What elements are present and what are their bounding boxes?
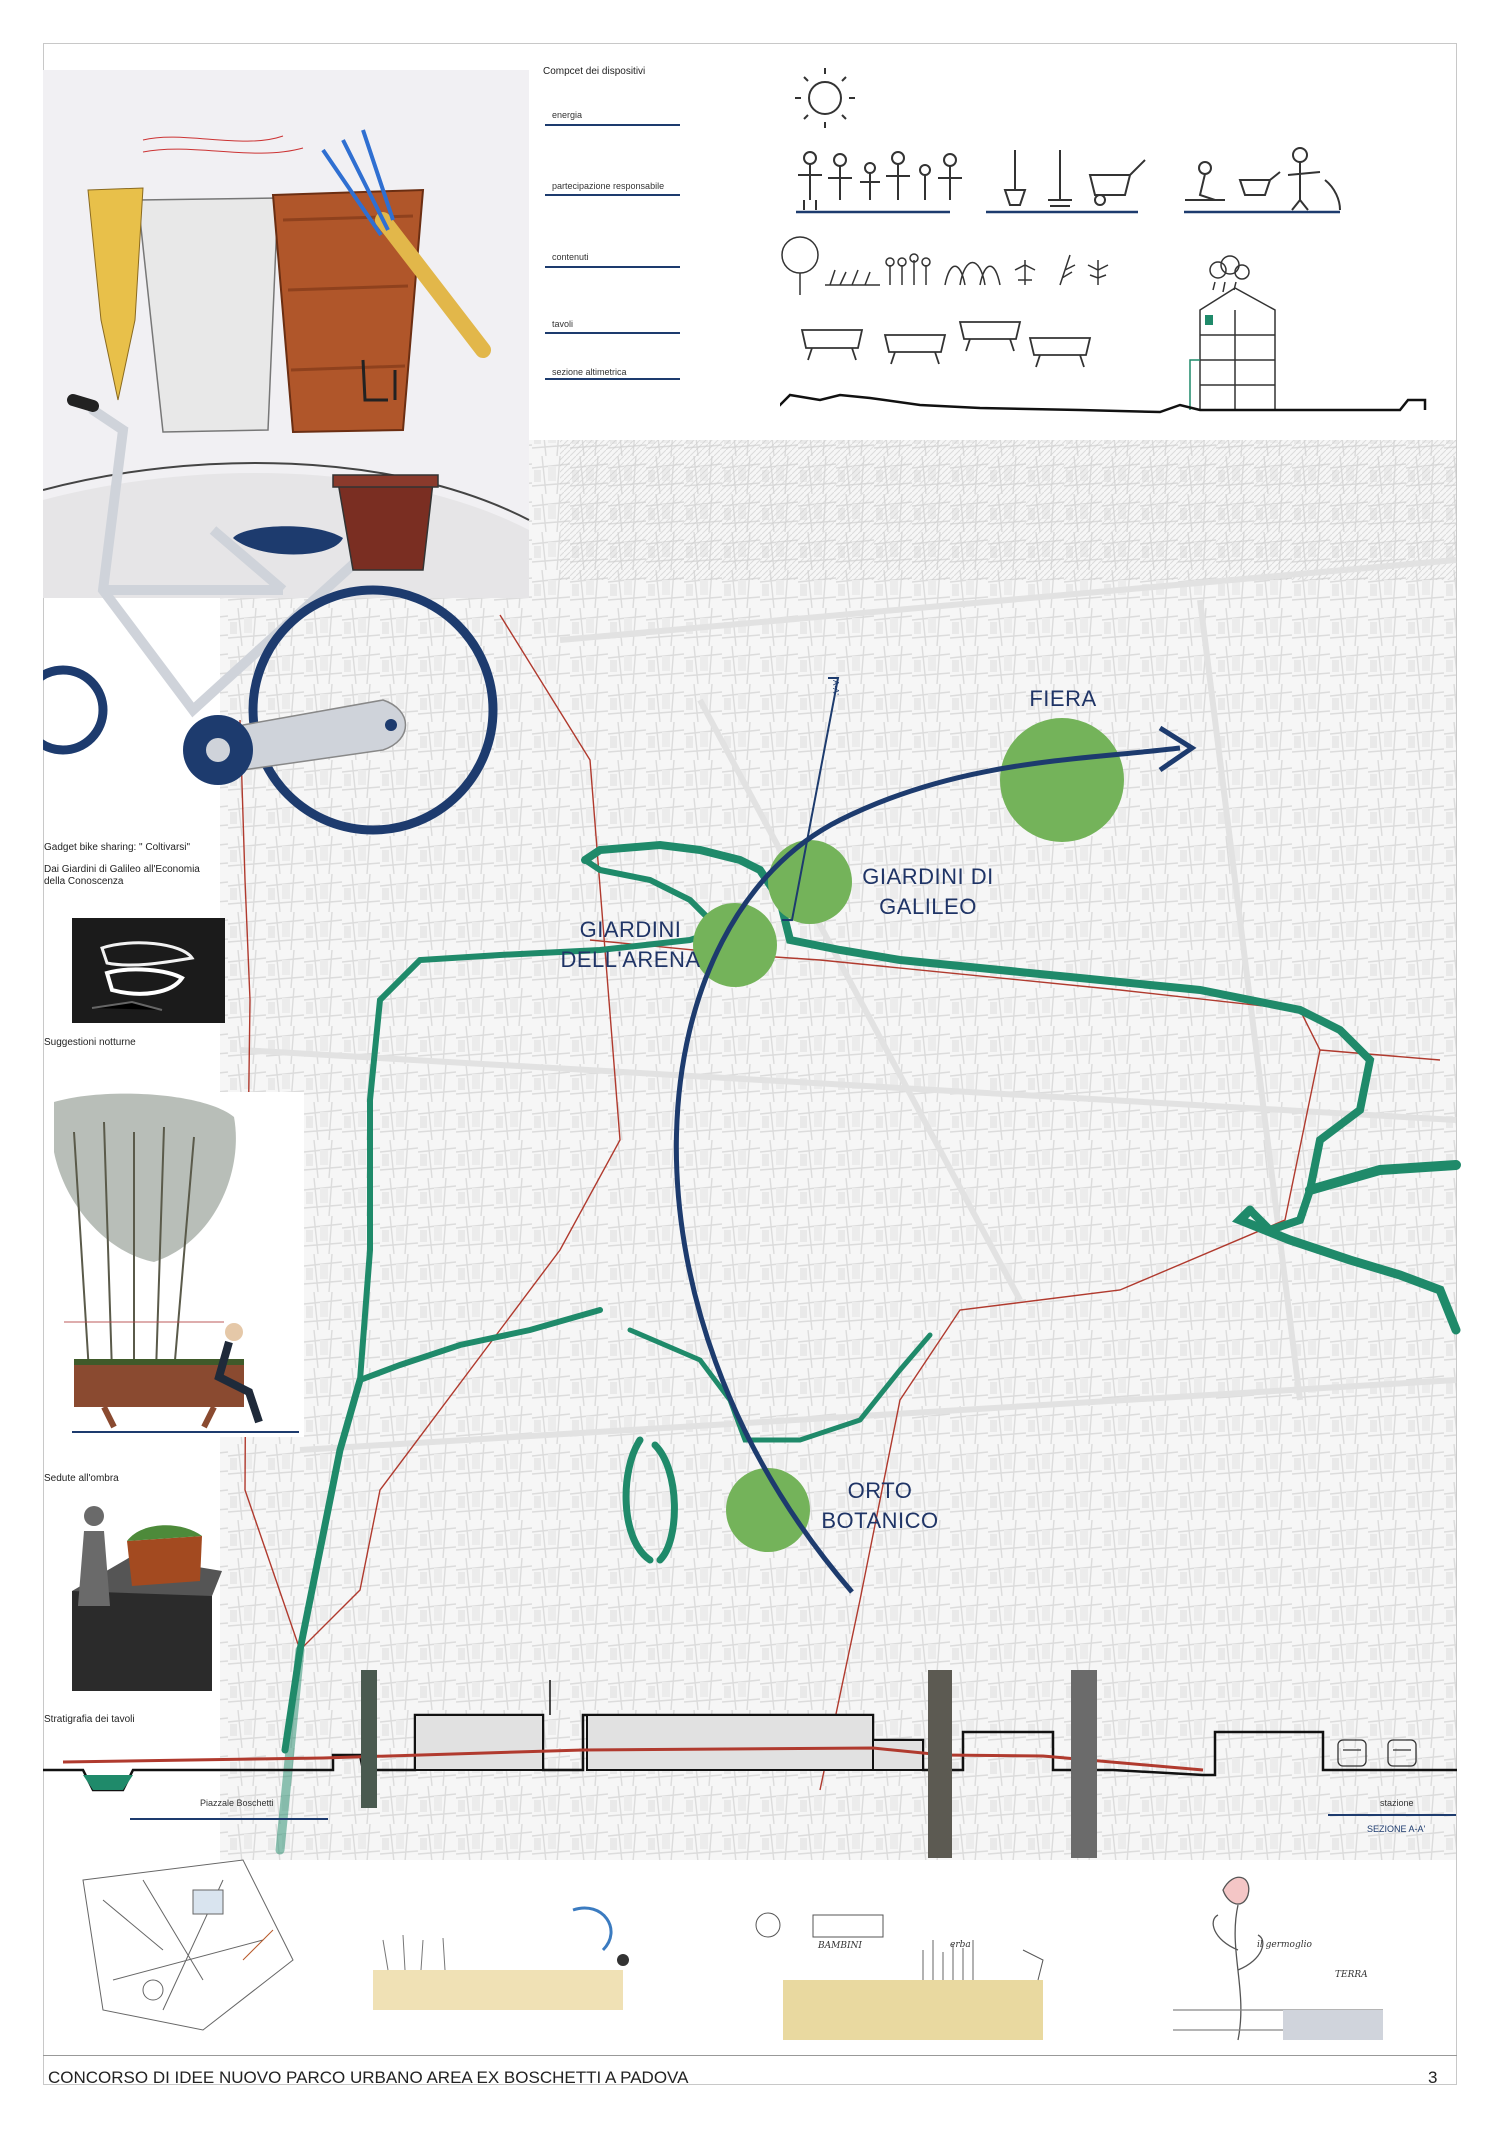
urban-fabric [220,440,1456,1860]
house-icon [1189,255,1276,411]
section-red-line [62,1746,1204,1772]
arrow-head-icon [1158,725,1197,773]
caption-bike-title: Gadget bike sharing: " Coltivarsi" [44,842,191,853]
rear-wheel [248,585,498,835]
caption-tables: Stratigrafia dei tavoli [44,1714,135,1725]
circle-orto [726,1468,810,1552]
table-stratigraphy-image [72,1506,222,1691]
sketch-pot-grey [137,197,279,433]
main-roads [239,557,1457,1453]
tables-icon [800,321,1092,368]
device-rule-contenuti [545,266,680,268]
sketch-text-bambini: BAMBINI [818,1941,862,1951]
circle-arena [693,903,777,987]
sprout-sketch [1173,1876,1383,2041]
poster-frame [43,43,1457,2085]
section-building-2 [586,1714,874,1771]
circle-fiera [1000,718,1124,842]
device-rule-tavoli [545,332,680,334]
trowel-icon [87,187,144,401]
sun-icon [795,68,855,128]
bike-pot [337,481,434,571]
section-right-label: stazione [1380,1798,1414,1808]
device-rule-sezione [545,378,680,380]
night-suggestion-image [72,918,225,1023]
device-rule-partecipazione [545,194,680,196]
sketch-text-germoglio: il germoglio [1257,1940,1312,1950]
train-icon [1337,1739,1417,1767]
planter-box [74,1362,244,1407]
gardening-people-icon [1185,147,1341,211]
footer-divider [43,2055,1457,2056]
section-building-1 [414,1714,544,1771]
section-left-rule [130,1818,328,1820]
footer-title: CONCORSO DI IDEE NUOVO PARCO URBANO AREA… [48,2068,689,2087]
section-name: SEZIONE A-A' [1367,1824,1426,1834]
plan-sketch [82,1859,294,2031]
device-icons [780,68,1427,414]
label-fiera: FIERA [1029,686,1097,711]
section-aa-drawing [43,1670,1457,1858]
device-label-energia: energia [552,110,583,120]
sketch-text-terra: TERRA [1335,1970,1368,1980]
device-rule-energia [545,124,680,126]
brush-icon [375,212,491,358]
sketch-text-erba: erba [950,1940,971,1950]
devices-heading: Compcet dei dispositivi [543,66,646,77]
circle-galileo [768,840,852,924]
page-number: 3 [1428,2068,1438,2087]
route-arrow [674,745,1181,1594]
sketch-pot-rust [271,188,425,434]
planter-sketch [373,1906,629,2010]
caption-seats: Sedute all'ombra [44,1473,119,1484]
concept-sketches [82,1859,1383,2041]
plants-icon [781,236,1109,295]
device-label-contenuti: contenuti [552,252,589,262]
altimetric-profile [780,393,1427,414]
canals [275,840,1461,1855]
device-label-sezione: sezione altimetrica [552,367,627,377]
device-label-partecipazione: partecipazione responsabile [552,181,665,191]
shade-seats-image [44,1092,304,1437]
section-right-rule [1328,1814,1456,1816]
device-label-tavoli: tavoli [552,319,574,329]
silhouette-icon [78,1506,110,1606]
people-icon [798,151,962,210]
caption-night: Suggestioni notturne [44,1037,136,1048]
section-line [782,677,840,921]
caption-bike-subtitle: Dai Giardini di Galileo all'Economia del… [44,864,200,887]
section-marker-label: A-A' [831,680,840,695]
bike-illustration [43,394,498,835]
section-left-label: Piazzale Boschetti [200,1798,274,1808]
green-areas [693,718,1124,1552]
garden-tools-icon [1003,150,1146,207]
bike-collage [43,70,530,835]
children-sketch [755,1912,1044,2040]
